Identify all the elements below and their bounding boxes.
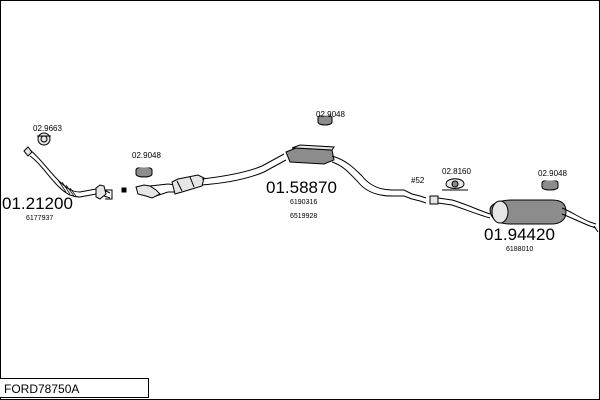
rear-mount-drawing (442, 178, 468, 191)
centre-silencer-drawing (285, 144, 427, 204)
centre-clamp-number: 02.9048 (316, 110, 345, 119)
connector-code: #52 (411, 176, 425, 185)
connector-marker (121, 187, 127, 193)
centre-silencer-oe1: 6190316 (290, 199, 317, 206)
rear-connector-drawing (429, 195, 491, 219)
rear-silencer-drawing (489, 199, 599, 233)
rear-silencer-number: 01.94420 (484, 225, 555, 244)
rear-silencer-oe: 6188010 (506, 246, 533, 253)
front-clamp-number: 02.9663 (33, 124, 62, 133)
rear-mount-number: 02.8160 (442, 167, 471, 176)
rear-clamp-drawing (541, 179, 559, 191)
intermediate-pipe-drawing (135, 153, 287, 199)
rear-clamp-number: 02.9048 (538, 169, 567, 178)
front-pipe-drawing (23, 146, 113, 200)
front-pipe-number: 01.21200 (2, 194, 73, 213)
front-pipe-oe: 6177937 (26, 215, 53, 222)
centre-silencer-oe2: 6519928 (290, 213, 317, 220)
centre-clamp-drawing (317, 114, 333, 126)
mid-clamp-drawing (135, 166, 153, 178)
centre-silencer-number: 01.58870 (266, 178, 337, 197)
mid-clamp-number: 02.9048 (132, 151, 161, 160)
kit-code-label: FORD78750A (0, 378, 149, 398)
front-clamp-drawing (37, 132, 51, 146)
